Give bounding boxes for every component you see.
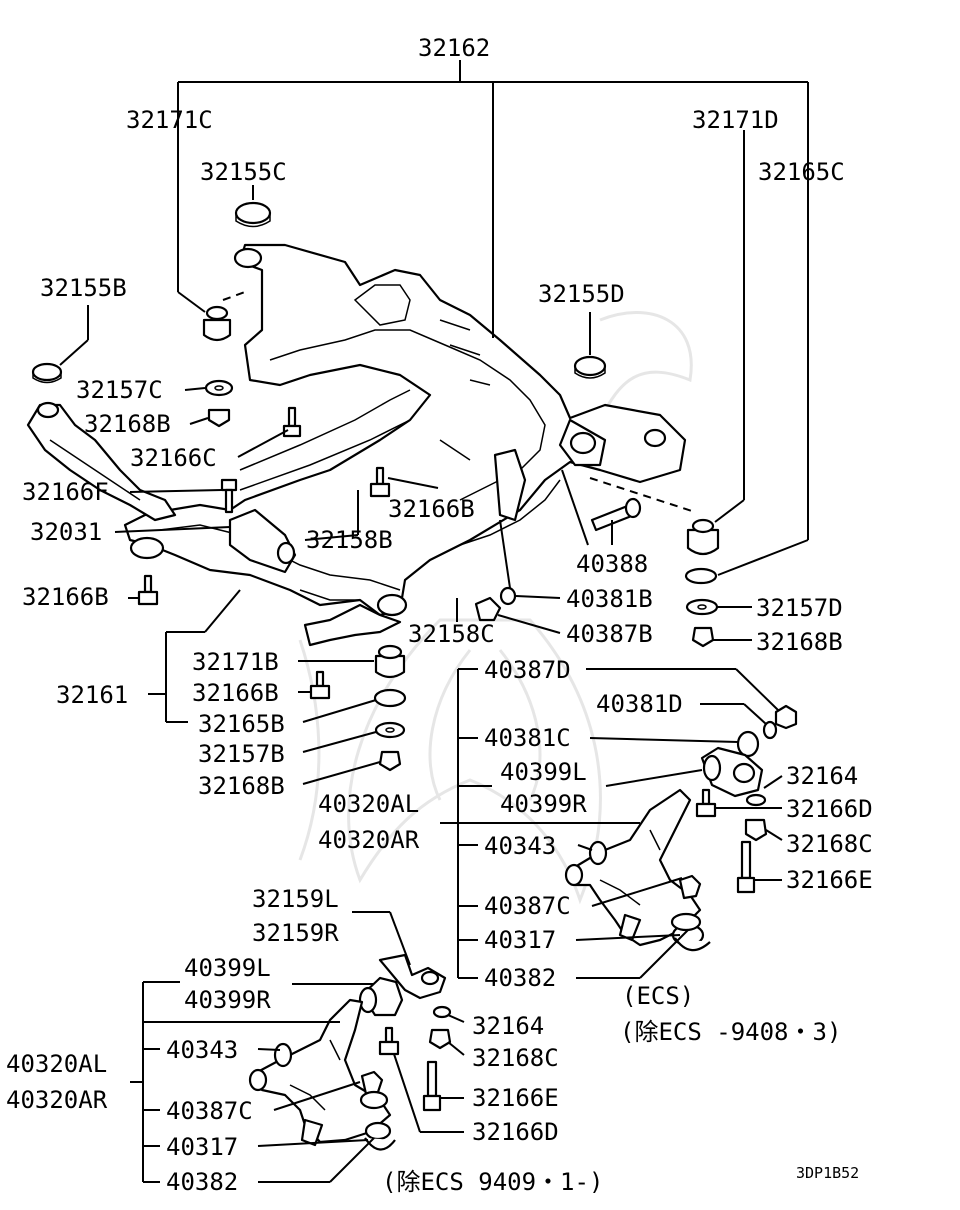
label-32159R: 32159R [252,919,339,947]
watermark-emblem [298,311,693,905]
label-32168C-lower: 32168C [472,1044,559,1072]
label-40387D: 40387D [484,656,571,684]
label-40317-upper: 40317 [484,926,556,954]
label-40399L-lower: 40399L [184,954,271,982]
label-40317-lower: 40317 [166,1133,238,1161]
label-32168C-upper: 32168C [786,830,873,858]
label-32164-lower: 32164 [472,1012,544,1040]
label-32166F: 32166F [22,478,109,506]
label-32168B-lower: 32168B [198,772,285,800]
label-ecs-note-2: (除ECS 9409・1-) [382,1168,603,1196]
small-parts [31,201,720,772]
label-40399L-upper: 40399L [500,758,587,786]
label-32171D: 32171D [692,106,779,134]
label-32166B-lower: 32166B [192,679,279,707]
label-32166B-left: 32166B [22,583,109,611]
label-32168B-upper: 32168B [84,410,171,438]
label-32166D-lower: 32166D [472,1118,559,1146]
leader-lines [59,60,809,1183]
cap-32155B [31,362,63,382]
label-40382-upper: 40382 [484,964,556,992]
label-32162: 32162 [418,34,490,62]
label-32166C: 32166C [130,444,217,472]
label-40387C-upper: 40387C [484,892,571,920]
label-40320AL-lower: 40320AL [6,1050,107,1078]
diagram-code: 3DP1B52 [796,1164,859,1182]
label-32166B-middle: 32166B [388,495,475,523]
label-32157B: 32157B [198,740,285,768]
label-40387C-lower: 40387C [166,1097,253,1125]
label-40381C: 40381C [484,724,571,752]
label-32165C: 32165C [758,158,845,186]
label-32161: 32161 [56,681,128,709]
label-32168B-right: 32168B [756,628,843,656]
label-32171C: 32171C [126,106,213,134]
lower-arm-ecs [564,704,798,952]
cap-32155C [234,201,272,225]
bush-32171C [202,318,232,342]
label-32158B: 32158B [306,526,393,554]
label-32166E-upper: 32166E [786,866,873,894]
label-40320AR-lower: 40320AR [6,1086,108,1114]
label-32164-upper: 32164 [786,762,858,790]
label-40399R-lower: 40399R [184,986,271,1014]
label-32155C: 32155C [200,158,287,186]
label-40320AL-upper: 40320AL [318,790,419,818]
label-32166E-lower: 32166E [472,1084,559,1112]
label-40388: 40388 [576,550,648,578]
label-40320AR-upper: 40320AR [318,826,420,854]
label-40399R-upper: 40399R [500,790,587,818]
label-32155D: 32155D [538,280,625,308]
label-32155B: 32155B [40,274,127,302]
label-40381B: 40381B [566,585,653,613]
label-32159L: 32159L [252,885,339,913]
label-32157C: 32157C [76,376,163,404]
label-40343-lower: 40343 [166,1036,238,1064]
label-40387B: 40387B [566,620,653,648]
label-32166D-upper: 32166D [786,795,873,823]
label-32158C: 32158C [408,620,495,648]
label-32031: 32031 [30,518,102,546]
label-40343-upper: 40343 [484,832,556,860]
crossmember-assembly [26,243,687,647]
label-ecs-note-1: (除ECS -9408・3) [620,1018,841,1046]
label-32157D: 32157D [756,594,843,622]
label-40382-lower: 40382 [166,1168,238,1196]
label-32171B: 32171B [192,648,279,676]
label-ecs: (ECS) [622,982,694,1010]
lower-arm-standard [248,953,452,1151]
label-40381D: 40381D [596,690,683,718]
cap-32155D [573,355,607,377]
label-32165B: 32165B [198,710,285,738]
part-labels: 32162 32171C 32171D 32165C 32155C 32155B… [6,34,873,1196]
